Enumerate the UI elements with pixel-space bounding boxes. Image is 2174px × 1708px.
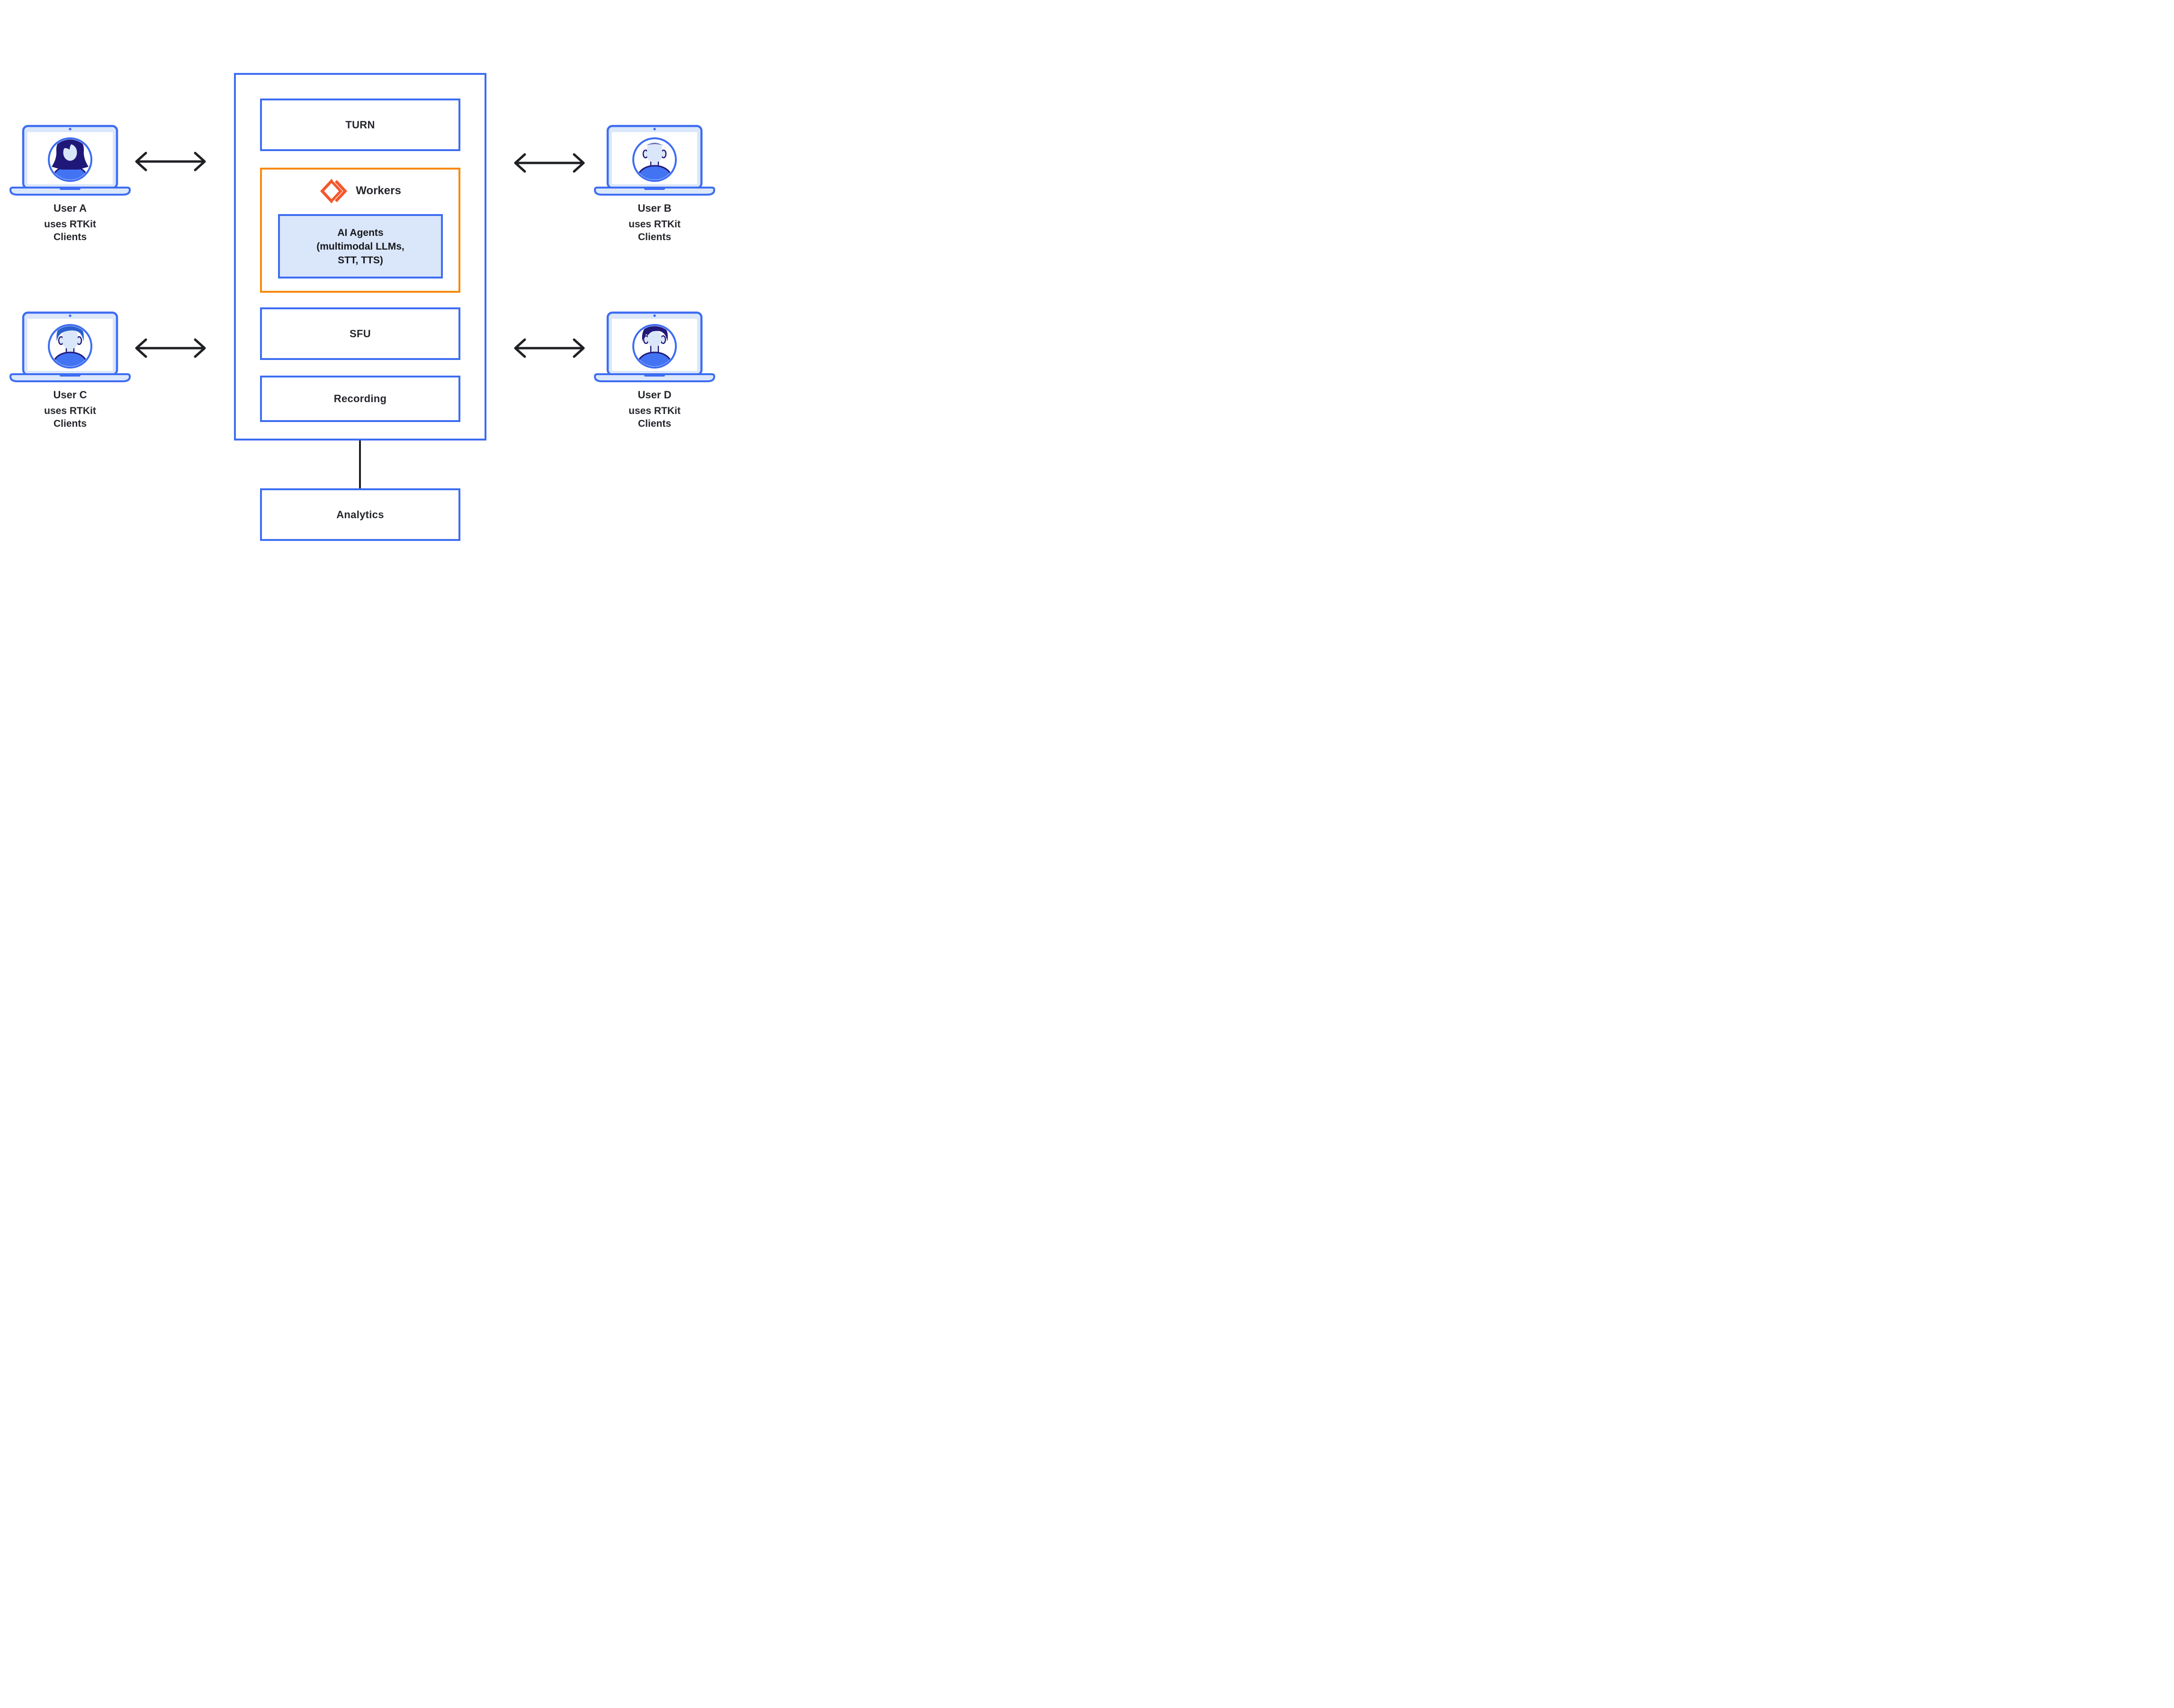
arrow-user-a-platform bbox=[135, 152, 206, 171]
arrow-user-d-platform bbox=[514, 338, 585, 358]
ai-agents-subtitle: (multimodal LLMs, STT, TTS) bbox=[316, 241, 404, 266]
user-a-laptop-icon bbox=[9, 125, 131, 196]
user-c-name: User C bbox=[53, 389, 87, 401]
user-b-avatar bbox=[632, 137, 677, 182]
turn-box: TURN bbox=[260, 99, 460, 151]
user-c-card: User C uses RTKit Clients bbox=[9, 311, 132, 430]
user-d-description: uses RTKit Clients bbox=[629, 405, 681, 429]
user-a-description: uses RTKit Clients bbox=[44, 219, 96, 243]
user-c-avatar bbox=[48, 324, 92, 369]
user-b-name: User B bbox=[638, 202, 672, 214]
user-a-avatar bbox=[48, 137, 92, 182]
user-a-card: User A uses RTKit Clients bbox=[9, 125, 132, 243]
workers-icon bbox=[320, 178, 349, 204]
ai-agents-title: AI Agents bbox=[337, 227, 384, 238]
user-d-card: User D uses RTKit Clients bbox=[593, 311, 716, 430]
ai-agents-box: AI Agents (multimodal LLMs, STT, TTS) bbox=[278, 214, 443, 279]
arrow-user-c-platform bbox=[135, 338, 206, 358]
workers-header: Workers bbox=[262, 177, 458, 205]
workers-box: Workers AI Agents (multimodal LLMs, STT,… bbox=[260, 168, 460, 293]
recording-label: Recording bbox=[333, 393, 387, 405]
user-b-card: User B uses RTKit Clients bbox=[593, 125, 716, 243]
user-b-laptop-icon bbox=[593, 125, 716, 196]
user-c-laptop-icon bbox=[9, 311, 131, 382]
workers-label: Workers bbox=[356, 184, 401, 197]
sfu-label: SFU bbox=[350, 327, 371, 340]
sfu-box: SFU bbox=[260, 307, 460, 360]
user-a-name: User A bbox=[53, 202, 87, 214]
user-d-avatar bbox=[632, 324, 677, 369]
analytics-connector-line bbox=[359, 440, 361, 488]
recording-box: Recording bbox=[260, 376, 460, 422]
analytics-label: Analytics bbox=[336, 508, 384, 521]
user-c-description: uses RTKit Clients bbox=[44, 405, 96, 429]
analytics-box: Analytics bbox=[260, 488, 460, 541]
turn-label: TURN bbox=[345, 118, 375, 131]
user-d-name: User D bbox=[638, 389, 672, 401]
architecture-diagram: TURN Workers AI Agents (multimodal LLMs,… bbox=[0, 0, 725, 569]
arrow-user-b-platform bbox=[514, 153, 585, 173]
user-d-laptop-icon bbox=[593, 311, 716, 382]
user-b-description: uses RTKit Clients bbox=[629, 219, 681, 243]
